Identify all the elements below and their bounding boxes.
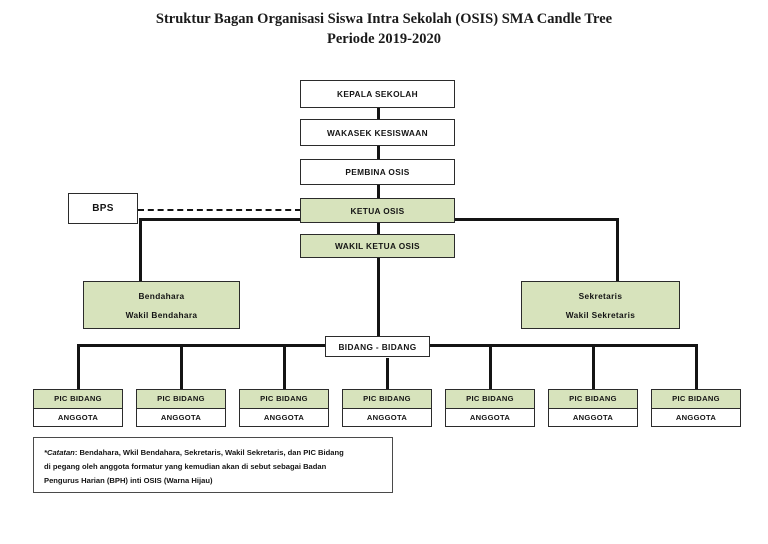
connector-ketua-right-horizontal [455, 218, 618, 221]
pic-bidang-6-head: PIC BIDANG [549, 390, 637, 409]
node-wakasek-kesiswaan-label: WAKASEK KESISWAAN [327, 127, 428, 138]
connector-drop-pic-3 [283, 344, 286, 389]
pic-bidang-5-anggota: ANGGOTA [469, 412, 511, 422]
connector-left-down-to-bendahara [139, 218, 142, 282]
connector-wakil-to-bidang [377, 258, 380, 337]
node-pic-bidang-7[interactable]: PIC BIDANG ANGGOTA [651, 389, 741, 427]
node-bps-label: BPS [92, 203, 114, 214]
node-sekretaris[interactable]: Sekretaris Wakil Sekretaris [521, 281, 680, 329]
pic-bidang-1-anggota: ANGGOTA [57, 412, 99, 422]
node-bendahara[interactable]: Bendahara Wakil Bendahara [83, 281, 240, 329]
node-pic-bidang-5[interactable]: PIC BIDANG ANGGOTA [445, 389, 535, 427]
node-pic-bidang-2[interactable]: PIC BIDANG ANGGOTA [136, 389, 226, 427]
node-bidang-bidang[interactable]: BIDANG - BIDANG [325, 336, 430, 357]
node-ketua-osis-label: KETUA OSIS [350, 205, 405, 216]
connector-bidang-bar-right [430, 344, 698, 347]
page-title: Struktur Bagan Organisasi Siswa Intra Se… [0, 10, 768, 49]
connector-drop-pic-2 [180, 344, 183, 389]
node-wakasek-kesiswaan[interactable]: WAKASEK KESISWAAN [300, 119, 455, 146]
connector-drop-pic-1 [77, 344, 80, 389]
footnote-box: *Catatan: Bendahara, Wkil Bendahara, Sek… [33, 437, 393, 493]
connector-ketua-left-horizontal [139, 218, 304, 221]
pic-bidang-2-head: PIC BIDANG [137, 390, 225, 409]
footnote-line-1: *Catatan: Bendahara, Wkil Bendahara, Sek… [44, 446, 382, 460]
node-wakil-bendahara-label: Wakil Bendahara [125, 309, 198, 320]
connector-drop-pic-6 [592, 344, 595, 389]
pic-bidang-4-head: PIC BIDANG [343, 390, 431, 409]
node-bidang-bidang-label: BIDANG - BIDANG [338, 341, 417, 352]
pic-bidang-5-head: PIC BIDANG [446, 390, 534, 409]
connector-bidang-bar-left [77, 344, 325, 347]
connector-pembina-to-ketua [377, 185, 380, 199]
title-line-2: Periode 2019-2020 [327, 30, 441, 47]
connector-drop-pic-7 [695, 344, 698, 389]
node-sekretaris-label: Sekretaris [578, 290, 623, 301]
pic-bidang-3-anggota: ANGGOTA [263, 412, 305, 422]
node-wakil-sekretaris-label: Wakil Sekretaris [565, 309, 636, 320]
title-line-1: Struktur Bagan Organisasi Siswa Intra Se… [155, 11, 613, 27]
node-kepala-sekolah-label: KEPALA SEKOLAH [337, 89, 418, 99]
connector-wakasek-to-pembina [377, 146, 380, 161]
node-wakil-ketua-osis-label: WAKIL KETUA OSIS [335, 241, 420, 251]
pic-bidang-7-anggota: ANGGOTA [675, 412, 717, 422]
connector-drop-pic-4 [386, 358, 389, 389]
pic-bidang-1-head: PIC BIDANG [34, 390, 122, 409]
node-wakil-ketua-osis[interactable]: WAKIL KETUA OSIS [300, 234, 455, 258]
connector-drop-pic-5 [489, 344, 492, 389]
pic-bidang-7-head: PIC BIDANG [652, 390, 740, 409]
pic-bidang-4-anggota: ANGGOTA [366, 412, 408, 422]
pic-bidang-6-anggota: ANGGOTA [572, 412, 614, 422]
connector-bps-dashed [138, 209, 301, 211]
connector-ketua-to-wakil [377, 223, 380, 235]
connector-right-down-to-sekretaris [616, 218, 619, 282]
node-pic-bidang-6[interactable]: PIC BIDANG ANGGOTA [548, 389, 638, 427]
node-pic-bidang-4[interactable]: PIC BIDANG ANGGOTA [342, 389, 432, 427]
node-pembina-osis-label: PEMBINA OSIS [345, 167, 410, 177]
connector-kepala-to-wakasek [377, 108, 380, 122]
node-kepala-sekolah[interactable]: KEPALA SEKOLAH [300, 80, 455, 108]
footnote-line-2: di pegang oleh anggota formatur yang kem… [44, 462, 327, 472]
footnote-line-3: Pengurus Harian (BPH) inti OSIS (Warna H… [44, 476, 213, 486]
node-pic-bidang-1[interactable]: PIC BIDANG ANGGOTA [33, 389, 123, 427]
pic-bidang-2-anggota: ANGGOTA [160, 412, 202, 422]
node-bps[interactable]: BPS [68, 193, 138, 224]
node-pic-bidang-3[interactable]: PIC BIDANG ANGGOTA [239, 389, 329, 427]
pic-bidang-3-head: PIC BIDANG [240, 390, 328, 409]
node-bendahara-label: Bendahara [138, 290, 185, 301]
node-pembina-osis[interactable]: PEMBINA OSIS [300, 159, 455, 185]
footnote-line-1-rest: : Bendahara, Wkil Bendahara, Sekretaris,… [74, 448, 344, 457]
node-ketua-osis[interactable]: KETUA OSIS [300, 198, 455, 223]
footnote-label: *Catatan [44, 448, 75, 457]
